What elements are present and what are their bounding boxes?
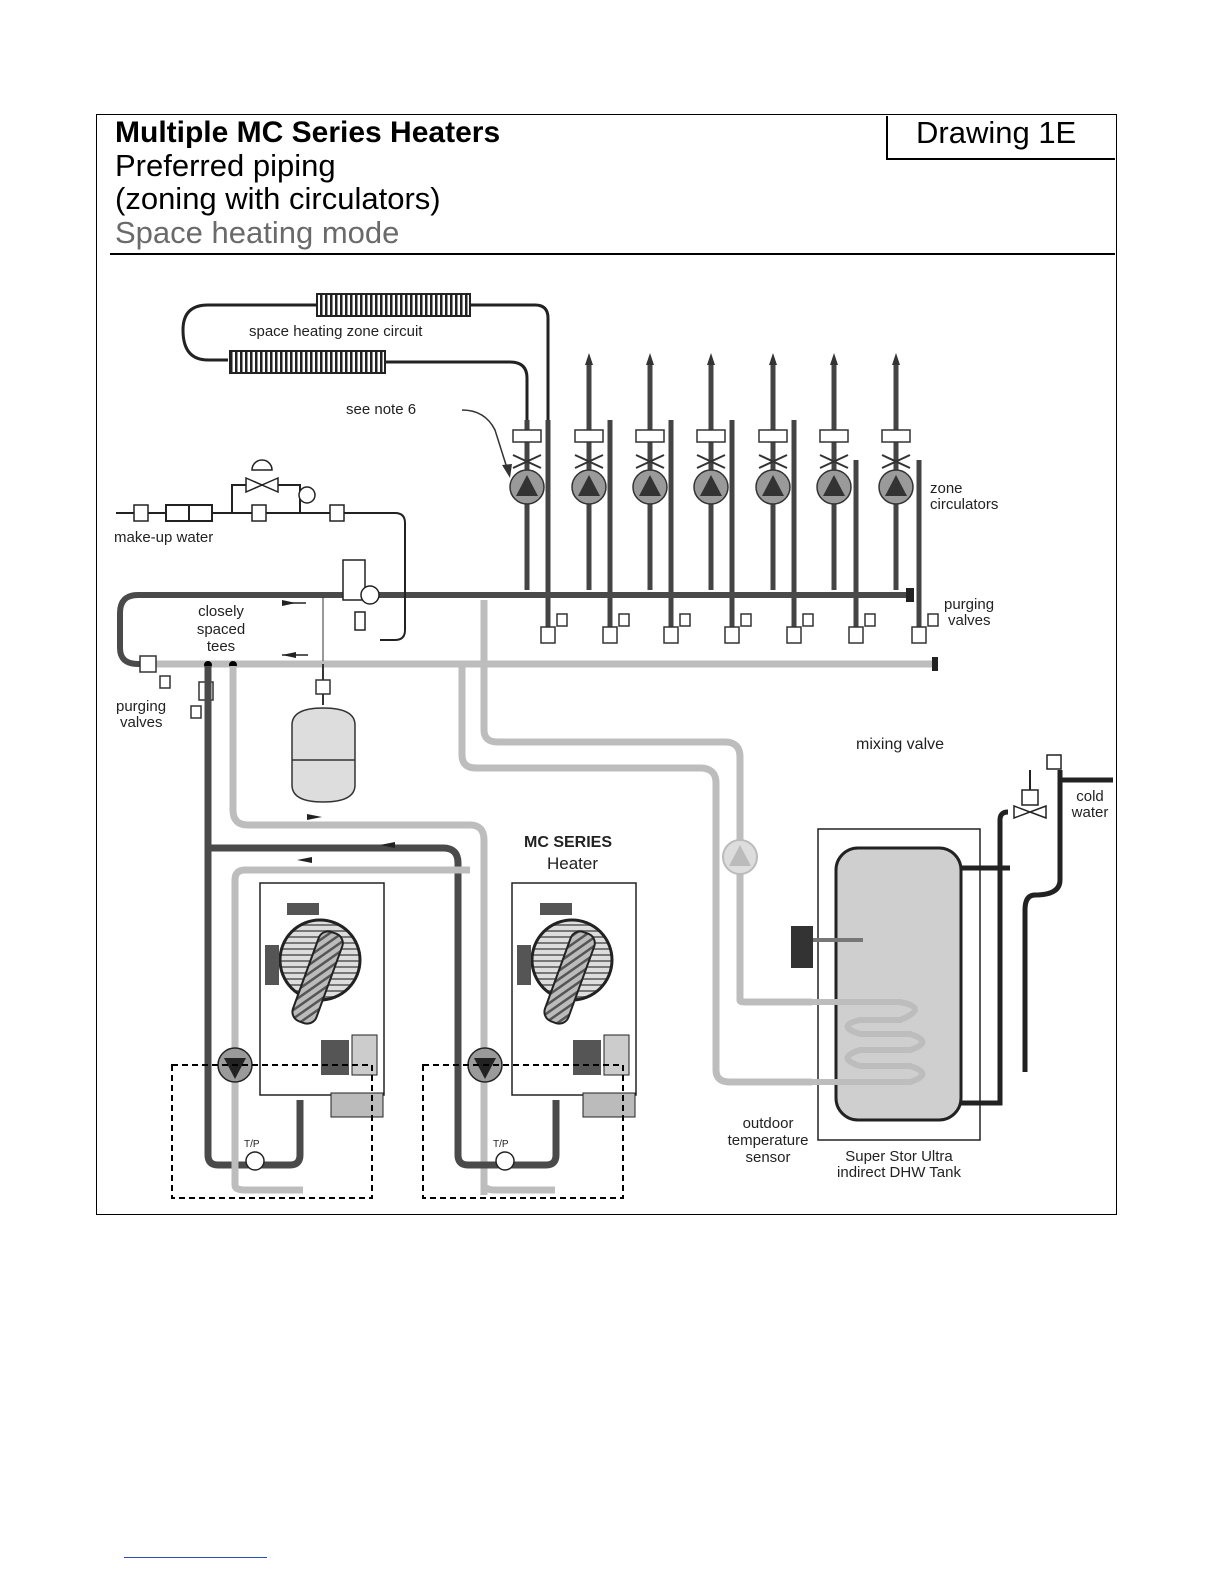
title-divider <box>110 253 1115 255</box>
tank-label-2: indirect DHW Tank <box>837 1164 961 1181</box>
zone-circulators-label-1: zone <box>930 480 963 497</box>
drawing-subtitle-2: (zoning with circulators) <box>115 181 441 216</box>
purging-left-label-1: purging <box>116 698 167 715</box>
drawing-title: Multiple MC Series Heaters <box>115 116 501 149</box>
flow-arrows <box>282 600 308 658</box>
drawing-mode: Space heating mode <box>115 215 400 250</box>
cold-water-label-1: cold <box>1076 788 1104 805</box>
baseboard-upper <box>316 293 471 317</box>
footnote-rule <box>124 1557 267 1558</box>
see-note-label: see note 6 <box>346 401 417 418</box>
makeup-water-line <box>116 459 406 641</box>
heater-1 <box>259 882 385 1118</box>
heater-brand-label: MC SERIES <box>524 834 613 851</box>
zone-circulators <box>509 429 914 505</box>
outdoor-label-3: sensor <box>745 1149 791 1166</box>
drawing-frame <box>96 114 1117 1215</box>
riser-arrows <box>585 353 900 365</box>
dhw-circulator <box>722 839 758 875</box>
mixing-valve-label: mixing valve <box>856 736 945 753</box>
baseboard-lower <box>229 350 386 374</box>
note-arrow <box>502 464 512 478</box>
zone-circulators-label-2: circulators <box>930 496 999 513</box>
mixing-valve <box>1013 754 1062 820</box>
dhw-tank <box>791 828 981 1141</box>
control-wiring-2 <box>422 1064 624 1199</box>
tp-label-1: T/P <box>244 1139 260 1150</box>
tp-label-2: T/P <box>493 1139 509 1150</box>
purging-top-label-2: valves <box>948 612 991 629</box>
drawing-subtitle-1: Preferred piping <box>115 148 336 183</box>
outdoor-label-2: temperature <box>727 1132 809 1149</box>
closely-label-1: closely <box>198 603 244 620</box>
header-purging-valves <box>540 613 939 644</box>
heater-word-label: Heater <box>547 854 599 873</box>
expansion-tank <box>291 664 356 803</box>
makeup-water-label: make-up water <box>114 529 214 546</box>
control-wiring-1 <box>171 1064 373 1199</box>
zone-circuit <box>181 293 550 590</box>
prv-valve-icon <box>245 476 279 494</box>
zone-circuit-label: space heating zone circuit <box>249 323 423 340</box>
supply-header <box>117 592 913 667</box>
drawing-id: Drawing 1E <box>916 115 1077 150</box>
header-cap <box>906 588 914 602</box>
drawing-id-box <box>886 116 1115 160</box>
closely-label-3: tees <box>206 638 236 655</box>
gauge-icon <box>298 486 316 504</box>
cold-water-label-2: water <box>1071 804 1109 821</box>
heater-2 <box>511 882 637 1118</box>
purging-left-label-2: valves <box>120 714 163 731</box>
closely-label-2: spaced <box>196 621 246 638</box>
tank-label-1: Super Stor Ultra <box>845 1148 953 1165</box>
heater-loop-arrows <box>297 814 395 863</box>
return-cap <box>932 657 938 671</box>
purging-top-label-1: purging <box>944 596 995 613</box>
note-leader <box>461 409 508 469</box>
dhw-piping <box>960 770 1113 1106</box>
outdoor-label-1: outdoor <box>742 1115 794 1132</box>
